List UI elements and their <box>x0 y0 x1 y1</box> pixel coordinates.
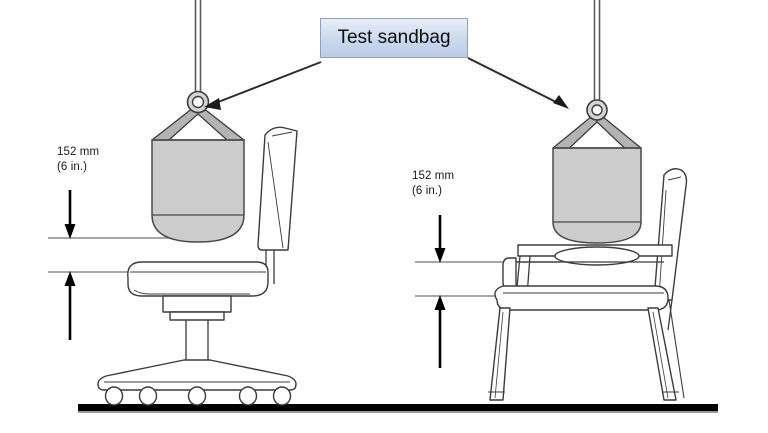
right-sandbag <box>552 0 642 244</box>
left-dimension-imperial: (6 in.) <box>57 161 88 173</box>
test-sandbag-callout-label: Test sandbag <box>337 27 451 48</box>
left-sandbag <box>151 0 245 243</box>
left-drop-arrow <box>64 190 76 239</box>
right-dimension-imperial: (6 in.) <box>412 185 443 197</box>
left-seat-height-arrow <box>64 271 76 340</box>
right-dimension-metric: 152 mm <box>412 170 455 182</box>
right-seat-height-arrow <box>434 295 446 368</box>
office-chair <box>97 126 298 406</box>
caster-group <box>104 386 292 406</box>
ground-line <box>78 404 718 413</box>
callout-leader-left <box>204 61 322 110</box>
left-dimension-metric: 152 mm <box>57 146 100 158</box>
callout-leader-right <box>467 57 569 109</box>
arm-chair <box>488 168 688 401</box>
right-drop-arrow <box>434 215 446 263</box>
test-sandbag-callout: Test sandbag <box>320 18 468 58</box>
